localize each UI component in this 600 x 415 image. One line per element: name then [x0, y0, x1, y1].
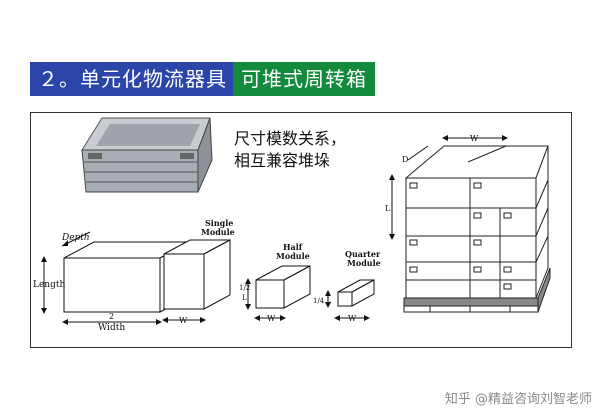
quarter-w-label: W	[348, 314, 357, 323]
half-w-label: W	[267, 314, 276, 323]
description-line-1: 尺寸模数关系，	[234, 129, 347, 148]
length-label: Length	[33, 280, 65, 290]
banner-title-right: 可堆式周转箱	[233, 62, 375, 96]
half-label-2: Module	[276, 251, 310, 261]
single-w-label: W	[179, 316, 188, 325]
crate-illustration	[81, 117, 213, 193]
quarter-module-box	[325, 279, 375, 321]
pallet-stack	[403, 145, 551, 313]
watermark: 知乎 @精益咨询刘智老师	[444, 392, 592, 407]
quarter-label-2: Module	[347, 258, 381, 268]
single-module-box	[162, 239, 231, 323]
pallet-w-label: W	[470, 134, 479, 143]
depth-label: Depth	[61, 233, 90, 243]
pallet-l-label: L	[385, 204, 391, 213]
section-banner: ２。单元化物流器具 可堆式周转箱	[30, 62, 375, 96]
single-label-1: Single	[205, 218, 233, 228]
banner-title-left: ２。单元化物流器具	[30, 62, 233, 96]
quarter-label-1: Quarter	[345, 249, 381, 259]
module-description: 尺寸模数关系， 相互兼容堆垛	[234, 128, 346, 172]
description-line-2: 相互兼容堆垛	[234, 151, 331, 170]
width-label: Width	[98, 323, 125, 333]
two-label: 2	[109, 312, 114, 321]
half-module-box	[245, 265, 311, 321]
pallet-dimension-lines	[389, 135, 508, 240]
half-label-1: Half	[283, 242, 303, 252]
half-l-bottom: L	[242, 294, 247, 302]
quarter-l-label: 1/4 L	[313, 297, 331, 305]
single-label-2: Module	[201, 227, 235, 237]
half-l-top: 1/2	[239, 284, 250, 292]
pallet-d-label: D	[402, 155, 408, 164]
